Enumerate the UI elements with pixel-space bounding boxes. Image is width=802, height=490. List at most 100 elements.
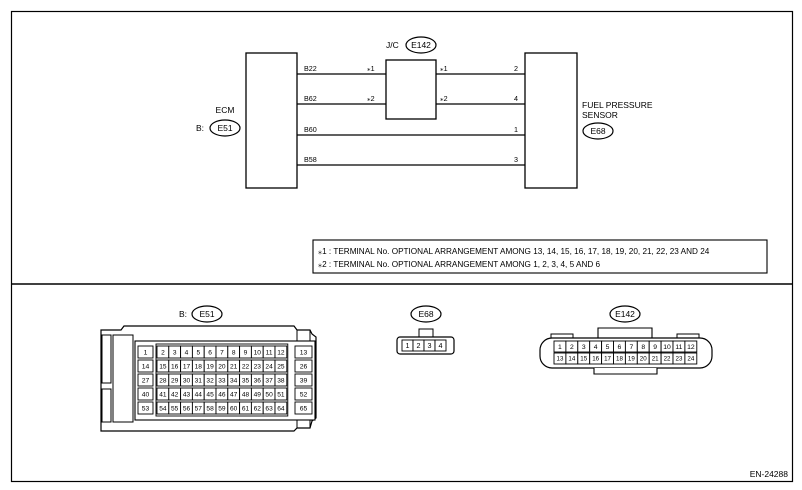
jc-mark-1-right: ⁎1 [440, 64, 448, 73]
e142-pin-13: 13 [557, 356, 564, 363]
e51-label: E51 [199, 309, 214, 319]
wiring-section: ECM B: E51 FUEL PRESSURE SENSOR E68 J/C … [196, 36, 768, 274]
sensor-pin-4: 4 [514, 94, 518, 103]
e142-badge [609, 305, 641, 323]
e51-pin-45: 45 [206, 391, 214, 398]
sensor-connector-label: E68 [590, 126, 605, 136]
e51-pin-59: 59 [218, 405, 226, 412]
e142-pin-16: 16 [592, 356, 599, 363]
e142-pin-3: 3 [582, 344, 586, 351]
e51-left-guide [112, 334, 134, 423]
e51-pin-53: 53 [142, 405, 150, 412]
e51-pin-12-cell [274, 345, 288, 359]
figure-code: EN-24288 [750, 469, 789, 479]
e51-pin-56: 56 [183, 405, 191, 412]
e51-pin-23: 23 [254, 363, 262, 370]
e51-pin-37: 37 [265, 377, 273, 384]
ecm-pin-b58: B58 [304, 155, 317, 164]
e51-pin-7: 7 [220, 349, 224, 356]
e51-pin-30: 30 [183, 377, 191, 384]
e51-pin-34: 34 [230, 377, 238, 384]
e142-pin-5: 5 [606, 344, 610, 351]
e51-pin-40: 40 [142, 391, 150, 398]
e51-prefix: B: [179, 309, 187, 319]
sensor-block [524, 52, 578, 189]
e51-pin-19: 19 [206, 363, 214, 370]
e51-pin-50: 50 [265, 391, 273, 398]
e51-pin-28: 28 [159, 377, 167, 384]
e142-pin-19: 19 [628, 356, 635, 363]
jc-title: J/C [386, 40, 399, 50]
e68-lock-tab [418, 328, 434, 338]
e68-label: E68 [418, 309, 433, 319]
e51-pin-14-cell [137, 359, 154, 373]
e142-pin-18: 18 [616, 356, 623, 363]
e142-pin-23: 23 [676, 356, 683, 363]
e51-pin-29: 29 [171, 377, 179, 384]
e51-pin-25-cell [274, 359, 288, 373]
e51-pin-51-cell [274, 387, 288, 401]
e51-pin-18: 18 [195, 363, 203, 370]
e142-pin-17: 17 [604, 356, 611, 363]
e51-pin-22: 22 [242, 363, 250, 370]
ecm-pin-b60: B60 [304, 125, 317, 134]
e51-pin-4: 4 [185, 349, 189, 356]
e51-pin-43: 43 [183, 391, 191, 398]
sensor-pin-3: 3 [514, 155, 518, 164]
e142-pin-24: 24 [687, 356, 694, 363]
e68-badge [410, 305, 442, 323]
e51-pin-46: 46 [218, 391, 226, 398]
e142-pin-6: 6 [618, 344, 622, 351]
e51-pin-25: 25 [277, 363, 285, 370]
e51-pin-1-cell [137, 345, 154, 359]
e51-pin-62: 62 [254, 405, 262, 412]
e51-pin-27-cell [137, 373, 154, 387]
note-1: ⁎1 : TERMINAL No. OPTIONAL ARRANGEMENT A… [318, 247, 710, 256]
ecm-connector-label: E51 [217, 123, 232, 133]
e51-pin-8: 8 [232, 349, 236, 356]
jc-block [385, 59, 437, 120]
e51-pin-1: 1 [144, 349, 148, 356]
e51-pin-53-cell [137, 401, 154, 415]
e51-latch-top [101, 334, 112, 384]
e142-pin-9: 9 [653, 344, 657, 351]
ecm-block [245, 52, 298, 189]
e51-pin-38-cell [274, 373, 288, 387]
e142-pin-10: 10 [663, 344, 671, 351]
wires [297, 73, 525, 166]
jc-mark-2-left: ⁎2 [367, 94, 375, 103]
e51-pin-38: 38 [277, 377, 285, 384]
jc-mark-1-left: ⁎1 [367, 64, 375, 73]
ecm-title: ECM [216, 105, 235, 115]
e51-pin-42: 42 [171, 391, 179, 398]
jc-mark-2-right: ⁎2 [440, 94, 448, 103]
e51-pin-33: 33 [218, 377, 226, 384]
e51-pin-26-cell [294, 359, 313, 373]
e51-pin-40-cell [137, 387, 154, 401]
e51-latch-bottom [101, 388, 112, 423]
e68-pin-3: 3 [428, 341, 432, 350]
e51-pin-5: 5 [196, 349, 200, 356]
note-2: ⁎2 : TERMINAL No. OPTIONAL ARRANGEMENT A… [318, 260, 601, 269]
e142-pin-1: 1 [558, 344, 562, 351]
e51-pin-41: 41 [159, 391, 167, 398]
e51-pin-27: 27 [142, 377, 150, 384]
e68-pin-1: 1 [406, 341, 410, 350]
e51-pin-24: 24 [265, 363, 273, 370]
e51-pin-13-cell [294, 345, 313, 359]
sensor-pin-2: 2 [514, 64, 518, 73]
e142-pin-12: 12 [687, 344, 695, 351]
e51-pin-47: 47 [230, 391, 238, 398]
e51-pin-65: 65 [300, 405, 308, 412]
e142-pin-4: 4 [594, 344, 598, 351]
e51-pin-17: 17 [183, 363, 191, 370]
e51-pin-63: 63 [265, 405, 273, 412]
e51-pin-57: 57 [195, 405, 203, 412]
e51-pin-14: 14 [142, 363, 150, 370]
e142-pin-21: 21 [652, 356, 659, 363]
e142-label: E142 [615, 309, 635, 319]
